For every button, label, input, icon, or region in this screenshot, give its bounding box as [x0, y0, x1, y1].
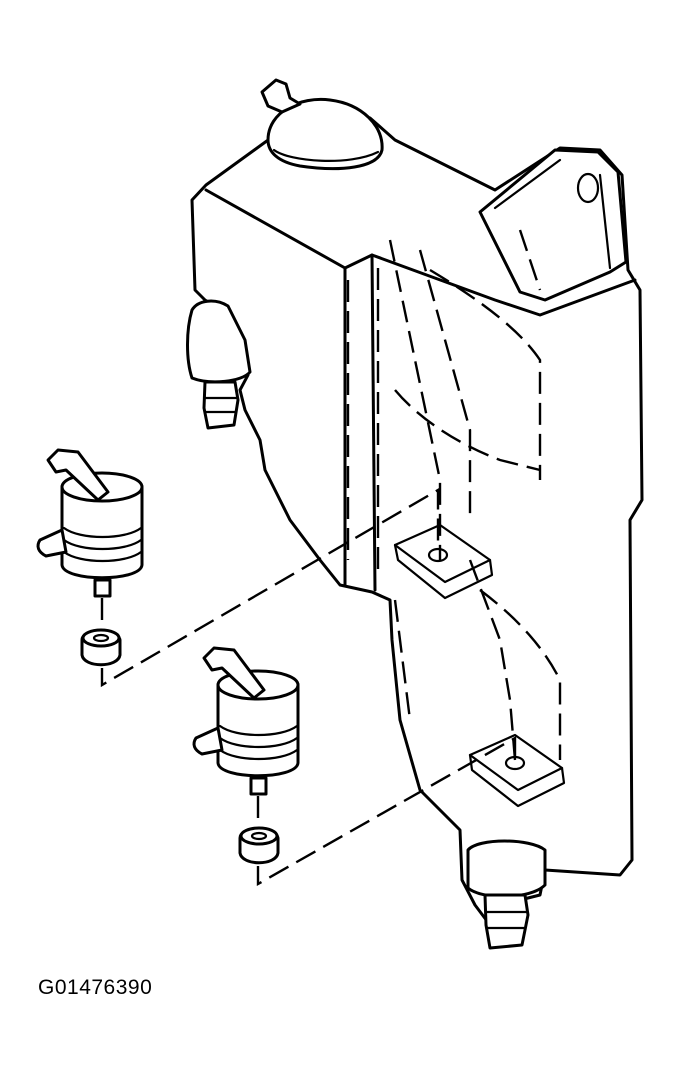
mounting-bracket: [478, 148, 628, 302]
reservoir-bottom-outlet: [466, 839, 547, 899]
washer-pump-upper: [36, 448, 144, 598]
washer-fluid-reservoir: [186, 78, 644, 950]
grommet-lower: [238, 826, 280, 865]
pump-connector-lower: [202, 646, 266, 700]
grommet-upper: [80, 628, 122, 667]
reservoir-cap: [266, 97, 384, 171]
figure-reference-code: G01476390: [38, 976, 153, 999]
assembly-leader-lines: [100, 487, 517, 887]
washer-pump-lower: [192, 646, 300, 796]
pump-connector-upper: [46, 448, 110, 502]
